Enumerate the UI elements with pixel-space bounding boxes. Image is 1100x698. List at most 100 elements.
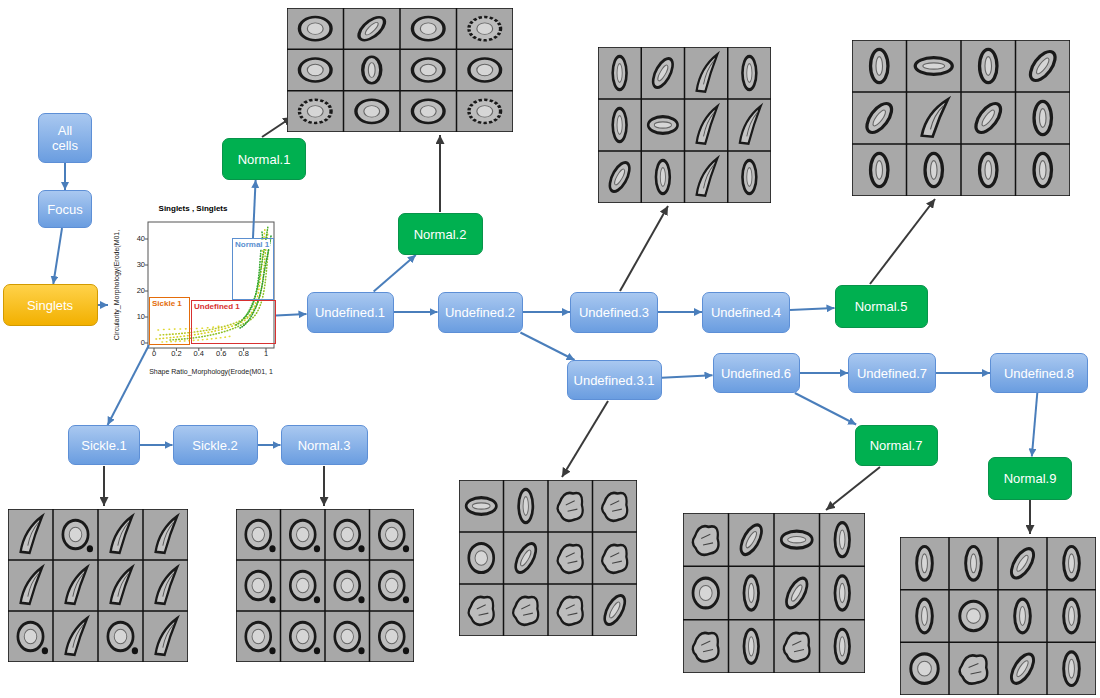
cell-image [469,100,501,123]
cell-gallery [287,8,513,132]
cell-gallery [852,40,1070,196]
cell-image [469,58,501,81]
process-box: Undefined.4 [702,292,790,333]
cell-image [960,601,987,630]
cell-image [299,100,331,123]
cell-image [1064,546,1080,580]
leader-arrow [826,467,880,510]
process-box: Undefined.2 [438,292,523,333]
cell-image [601,592,629,629]
node-label: Normal.9 [1004,471,1057,486]
tick-label: 0.8 [238,350,248,359]
tick-label: 0 [152,350,156,359]
cell-image [917,599,933,633]
cell-image [835,629,850,663]
cell-image [412,58,444,81]
cell-image [980,49,997,82]
cell-image [980,153,997,186]
node-label: Sickle.2 [192,438,238,453]
gate-box: Undefined 1 [191,300,276,344]
gallery-border [900,537,1096,695]
cell-image [742,160,756,193]
node-label: Normal.7 [870,438,923,453]
cell-image [784,633,810,662]
result-box: Normal.1 [222,138,306,180]
tick-label: 0.4 [194,350,204,359]
process-box: Sickle.2 [173,425,258,465]
cell-image [960,655,988,683]
process-box: Normal.3 [281,425,368,465]
cell-image [379,622,409,654]
gallery-border [852,40,1070,196]
cell-gallery [236,509,414,662]
flow-arrow [253,180,256,238]
axis-label: Circularity_Morphology(Erode(M01, [113,230,121,341]
cell-image [697,54,718,91]
flow-arrow [658,311,702,313]
cell-image [66,618,88,655]
cell-image [648,117,677,134]
gallery-ground [900,537,1096,695]
process-box: Focus [38,190,92,228]
process-box: Undefined.8 [990,353,1088,393]
process-box: Undefined.7 [848,353,936,393]
cell-image [1007,650,1038,687]
node-label: Normal.2 [414,227,467,242]
cell-image [742,56,756,89]
tick-label: 20 [137,287,145,296]
flow-arrow [523,311,571,313]
cell-image [512,540,540,577]
cell-image [693,526,719,555]
tick-label: 40 [137,235,145,244]
cell-image [613,56,627,89]
node-label: Singlets [27,298,73,313]
cell-gallery [598,47,771,203]
cell-image [871,49,888,82]
cell-image [835,523,850,557]
flow-arrow [790,308,835,310]
cell-image [412,17,444,40]
process-box: Undefined.3.1 [567,360,662,400]
cell-image [613,108,627,141]
cell-image [156,567,178,604]
flow-arrow [140,444,173,446]
cell-image [697,158,718,195]
cell-image [693,578,718,608]
scatter-points [156,226,271,342]
cell-image [602,493,627,521]
cell-image [606,159,633,196]
cell-image [299,58,331,81]
cell-image [156,618,178,655]
gate-box: Sickle 1 [149,297,190,345]
flow-arrow [53,228,62,284]
gate-label: Sickle 1 [151,299,183,308]
cell-image [108,622,138,654]
gate-label: Normal 1 [234,240,270,249]
cell-image [693,633,719,662]
cell-image [18,622,48,654]
gallery-ground [459,480,637,636]
leader-arrow [1029,500,1031,534]
chart-title: Singlets , Singlets [159,204,228,214]
cell-image [1015,599,1031,633]
cell-image [156,516,178,553]
cell-image [697,106,718,143]
gallery-border [236,509,414,662]
flow-arrow [394,311,438,313]
process-box: Undefined.1 [307,292,394,333]
cell-image [925,153,942,186]
flow-arrow [276,314,307,315]
leader-arrow [562,401,608,477]
flow-arrow [800,372,849,374]
cell-image [558,545,583,573]
cell-image [915,58,952,75]
gallery-grid [8,509,188,662]
leader-arrow [870,199,935,284]
leader-arrow [323,466,325,506]
cell-image [111,516,133,553]
cell-image [917,546,933,580]
gate-label: Undefined 1 [193,302,241,311]
